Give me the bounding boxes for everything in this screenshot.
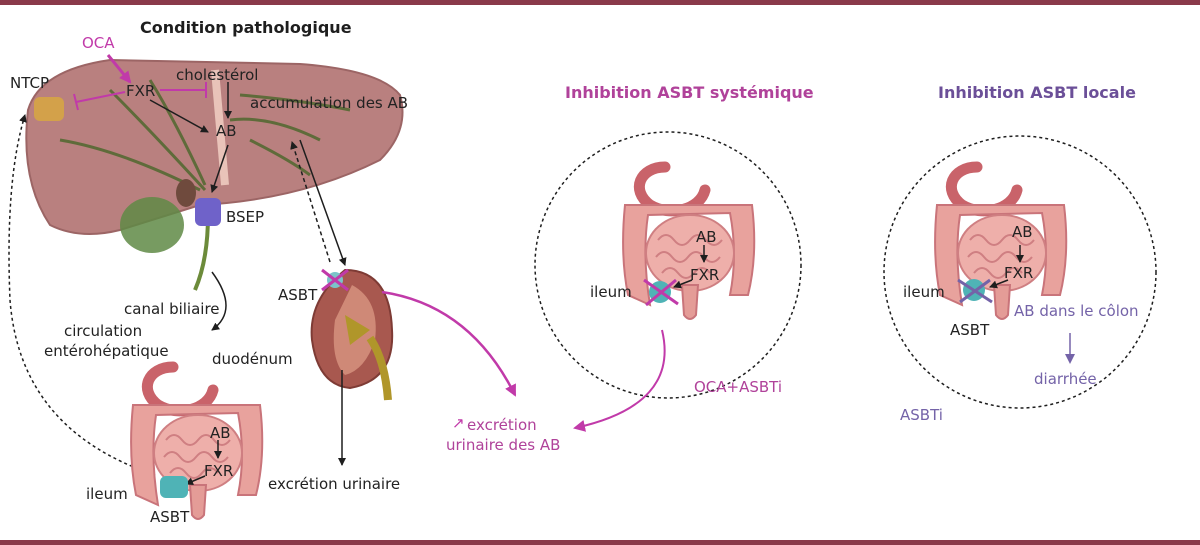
label-asbt-kidney: ASBT [278,286,318,304]
bottom-border [0,540,1200,545]
gallbladder [120,197,184,253]
label-fxr-intestine-left: FXR [204,462,234,480]
label-circulation-1: circulation [64,322,143,340]
fxr-ileum-left [185,475,206,485]
title-left: Condition pathologique [140,18,352,37]
label-diarrhee: diarrhée [1034,370,1097,388]
label-asbt-intestine-left: ASBT [150,508,190,526]
label-excretion-middle-2: urinaire des AB [446,436,561,454]
label-ab-right: AB [1012,223,1033,241]
label-ab-colon: AB dans le côlon [1014,302,1139,320]
label-canal-biliaire: canal biliaire [124,300,220,318]
ntcp-transporter [34,97,64,121]
fxr-ileum-arrow-right [989,279,1009,289]
oca-fxr-arrow [106,54,132,84]
asbt-ileum-left [160,476,188,498]
asbt-right-blocked [957,278,993,304]
fxr-ab-arrow [149,99,209,133]
title-right: Inhibition ASBT locale [938,83,1136,102]
kidney [310,268,394,401]
label-fxr-middle: FXR [690,266,720,284]
label-circulation-2: entérohépatique [44,342,169,360]
label-ab-liver: AB [216,122,237,140]
asbt-middle-blocked [643,278,679,307]
label-ab-middle: AB [696,228,717,246]
label-fxr-right: FXR [1004,264,1034,282]
enterohepatic-dashed [8,114,156,476]
asbt-kidney-blocked [321,268,349,292]
label-ntcp: NTCP [10,74,50,92]
label-duodenum: duodénum [212,350,293,368]
ab-bsep-arrow [210,144,229,193]
duct-duodenum-arrow [211,271,227,331]
label-excretion-middle-1: excrétion [467,416,537,434]
label-treatment-middle: OCA+ASBTi [694,378,783,396]
liver [25,58,404,235]
label-asbt-right: ASBT [950,321,990,339]
label-accumulation: accumulation des AB [250,94,409,112]
intestine-middle [623,167,754,319]
label-excretion-urinaire: excrétion urinaire [268,475,401,493]
label-ileum-left: ileum [86,485,128,503]
middle-circle [534,131,802,399]
gallbladder-top [176,179,196,207]
label-excretion-arrow-middle: ↗ [452,414,465,432]
fxr-ntcp-inhibit [73,91,126,111]
label-fxr-liver: FXR [126,82,156,100]
bile-duct [193,214,210,291]
label-oca: OCA [82,34,115,52]
bsep-transporter [195,198,221,226]
fxr-cholesterol-inhibit [160,82,207,98]
right-circle [883,135,1157,409]
label-ab-intestine-left: AB [210,424,231,442]
fxr-ileum-arrow-middle [673,279,693,289]
label-ileum-right: ileum [903,283,945,301]
liver-kidney-arrow [299,139,347,266]
label-treatment-right: ASBTi [900,406,943,424]
title-middle: Inhibition ASBT systémique [565,83,814,102]
label-bsep: BSEP [226,208,265,226]
middle-excretion-arrow [573,329,666,432]
label-ileum-middle: ileum [590,283,632,301]
kidney-urinary-arrow [381,290,517,397]
label-cholesterol: cholestérol [176,66,259,84]
intestine-left [131,367,262,519]
intestine-right [935,167,1066,319]
top-border [0,0,1200,5]
